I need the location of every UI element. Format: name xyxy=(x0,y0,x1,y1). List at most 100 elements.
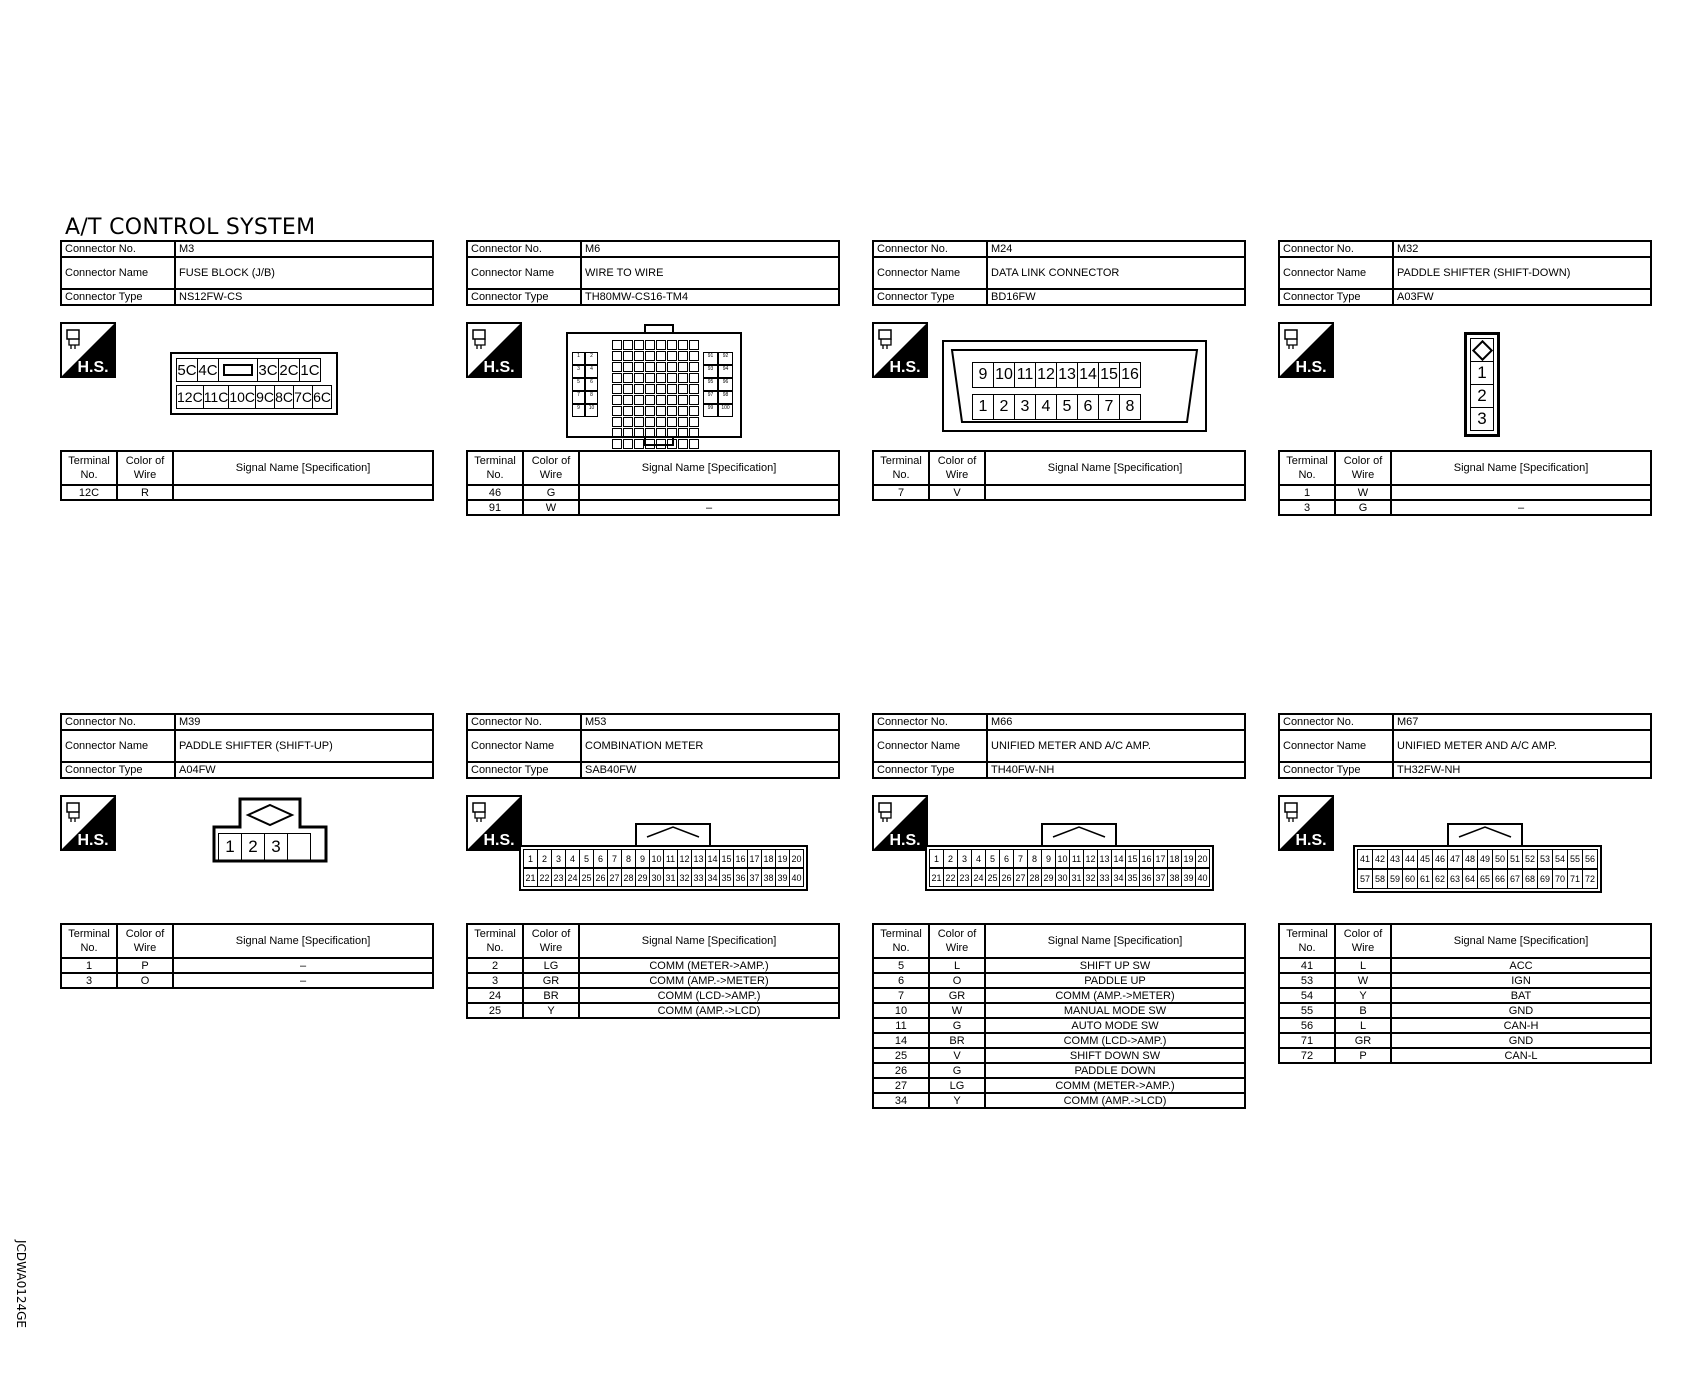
wire-color-header: Color of Wire xyxy=(928,450,986,486)
pin: 71 xyxy=(1567,869,1583,889)
connector-name-label: Connector Name xyxy=(466,256,582,290)
terminal-table: Terminal No. Color of Wire Signal Name [… xyxy=(60,923,434,989)
signal-name xyxy=(1390,484,1652,501)
pin: 11 xyxy=(1069,849,1084,868)
terminal-no: 34 xyxy=(872,1092,930,1109)
terminal-no: 25 xyxy=(872,1047,930,1064)
table-row: 10 W MANUAL MODE SW xyxy=(872,1002,1246,1019)
wire-color: L xyxy=(1334,1017,1392,1034)
pin: 25 xyxy=(985,868,1000,887)
harness-side-icon: H.S. xyxy=(60,322,116,378)
wire-color: G xyxy=(928,1017,986,1034)
connector-name-value: PADDLE SHIFTER (SHIFT-DOWN) xyxy=(1392,256,1652,290)
table-row: 1 P – xyxy=(60,957,434,974)
terminal-no: 41 xyxy=(1278,957,1336,974)
table-row: 3 O – xyxy=(60,972,434,989)
pin: 5 xyxy=(579,849,594,868)
connector-no-value: M66 xyxy=(986,713,1246,731)
pin: 21 xyxy=(523,868,538,887)
signal-name: COMM (METER->AMP.) xyxy=(578,957,840,974)
pin: 2 xyxy=(943,849,958,868)
terminal-no-header: Terminal No. xyxy=(872,450,930,486)
signal-name-header: Signal Name [Specification] xyxy=(172,450,434,486)
wire-color: O xyxy=(928,972,986,989)
pin: 38 xyxy=(761,868,776,887)
pin: 36 xyxy=(1139,868,1154,887)
pin: 43 xyxy=(1387,849,1403,869)
pin: 9 xyxy=(572,404,585,417)
pin: 7 xyxy=(1013,849,1028,868)
table-row: 91 W – xyxy=(466,499,840,516)
pin: 13 xyxy=(691,849,706,868)
terminal-no-header: Terminal No. xyxy=(60,923,118,959)
signal-name: – xyxy=(172,957,434,974)
terminal-no: 27 xyxy=(872,1077,930,1094)
wire-color-header: Color of Wire xyxy=(116,923,174,959)
table-row: 34 Y COMM (AMP.->LCD) xyxy=(872,1092,1246,1109)
pin: 95 xyxy=(703,378,718,391)
pin: 48 xyxy=(1462,849,1478,869)
pin: 4 xyxy=(565,849,580,868)
table-row: 72 P CAN-L xyxy=(1278,1047,1652,1064)
pin: 99 xyxy=(703,404,718,417)
pin: 3 xyxy=(1470,408,1494,431)
table-row: 25 V SHIFT DOWN SW xyxy=(872,1047,1246,1064)
pin: 8 xyxy=(585,391,598,404)
connector-name-value: DATA LINK CONNECTOR xyxy=(986,256,1246,290)
connector-no-value: M3 xyxy=(174,240,434,258)
pin: 6 xyxy=(1077,394,1099,420)
connector-no-value: M67 xyxy=(1392,713,1652,731)
wire-color-header: Color of Wire xyxy=(116,450,174,486)
pin: 9C xyxy=(255,385,276,409)
terminal-no: 2 xyxy=(466,957,524,974)
drawing-id: JCDWA0124GE xyxy=(14,1240,28,1328)
pin: 47 xyxy=(1447,849,1463,869)
pin: 9 xyxy=(972,362,994,388)
pin: 36 xyxy=(733,868,748,887)
pin: 66 xyxy=(1492,869,1508,889)
signal-name-header: Signal Name [Specification] xyxy=(172,923,434,959)
wire-color: GR xyxy=(522,972,580,989)
signal-name: COMM (AMP.->LCD) xyxy=(578,1002,840,1019)
hs-label: H.S. xyxy=(77,359,108,376)
pin: 5 xyxy=(572,378,585,391)
connector-name-value: UNIFIED METER AND A/C AMP. xyxy=(1392,729,1652,763)
pin: 6C xyxy=(312,385,333,409)
terminal-table: Terminal No. Color of Wire Signal Name [… xyxy=(1278,923,1652,1064)
terminal-no: 3 xyxy=(1278,499,1336,516)
signal-name: – xyxy=(172,972,434,989)
harness-side-icon: H.S. xyxy=(872,795,928,851)
terminal-no-header: Terminal No. xyxy=(872,923,930,959)
wire-color: LG xyxy=(522,957,580,974)
pin: 42 xyxy=(1372,849,1388,869)
pin: 19 xyxy=(1181,849,1196,868)
hs-label: H.S. xyxy=(1295,359,1326,376)
pin: 2 xyxy=(585,352,598,365)
pin: 9 xyxy=(1041,849,1056,868)
terminal-no: 6 xyxy=(872,972,930,989)
pin: 6 xyxy=(999,849,1014,868)
connector-no-value: M24 xyxy=(986,240,1246,258)
pin: 94 xyxy=(718,365,733,378)
pin: 24 xyxy=(971,868,986,887)
terminal-no: 1 xyxy=(1278,484,1336,501)
terminal-no-header: Terminal No. xyxy=(1278,923,1336,959)
pin: 59 xyxy=(1387,869,1403,889)
pin: 13 xyxy=(1056,362,1078,388)
table-row: 14 BR COMM (LCD->AMP.) xyxy=(872,1032,1246,1049)
pin: 4 xyxy=(585,365,598,378)
connector-no-label: Connector No. xyxy=(872,240,988,258)
pin: 1 xyxy=(572,352,585,365)
pin: 33 xyxy=(1097,868,1112,887)
terminal-no: 71 xyxy=(1278,1032,1336,1049)
table-row: 6 O PADDLE UP xyxy=(872,972,1246,989)
pin: 10 xyxy=(649,849,664,868)
